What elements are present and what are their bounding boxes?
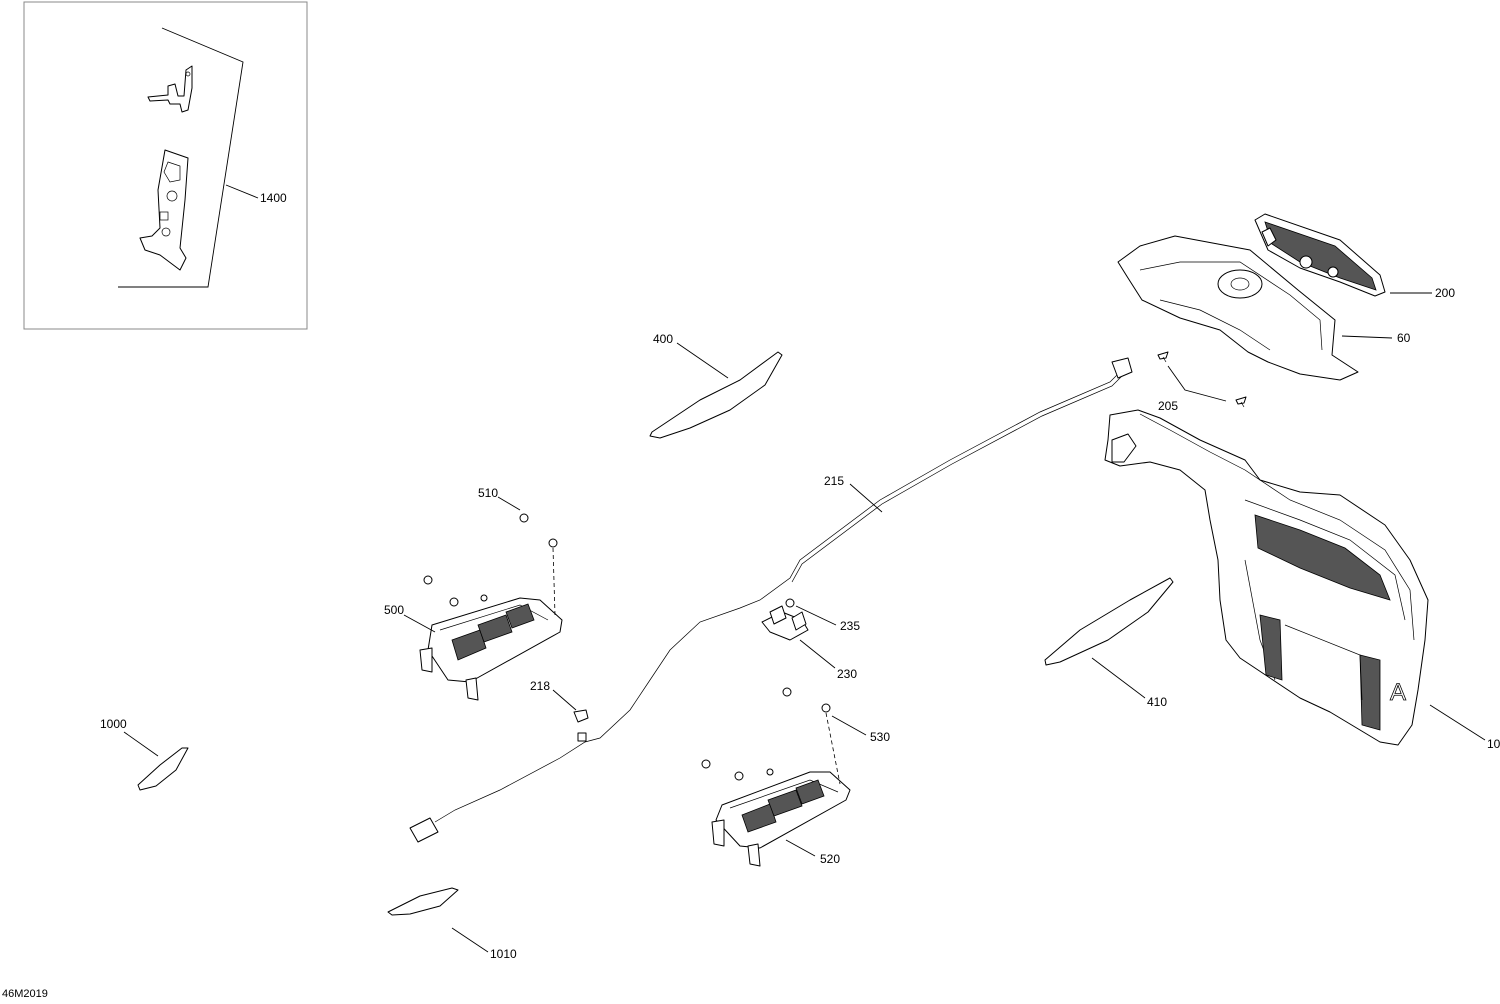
callout-410: 410 — [1147, 695, 1167, 709]
callout-400: 400 — [653, 332, 673, 346]
callout-1000: 1000 — [100, 717, 127, 731]
gauge-cover — [1254, 213, 1386, 297]
fastener-235 — [785, 598, 795, 608]
decal-letter: A — [1390, 679, 1406, 706]
callout-218: 218 — [530, 679, 550, 693]
callout-230: 230 — [837, 667, 857, 681]
callout-500: 500 — [384, 603, 404, 617]
callout-205: 205 — [1158, 399, 1178, 413]
decal-400 — [649, 351, 783, 439]
callout-215: 215 — [824, 474, 844, 488]
screws-530 — [701, 687, 831, 781]
callout-520: 520 — [820, 852, 840, 866]
callout-1400: 1400 — [260, 191, 287, 205]
decal-410 — [1044, 577, 1174, 666]
clip-230 — [761, 605, 809, 641]
decal-1000 — [137, 747, 189, 791]
callout-200: 200 — [1435, 286, 1455, 300]
callout-60: 60 — [1397, 331, 1411, 345]
figure-id: 46M2019 — [2, 988, 48, 1000]
screws-205 — [1157, 351, 1247, 408]
callout-510: 510 — [478, 486, 498, 500]
tool-kit-inset: 1400 — [23, 1, 308, 330]
callout-1010: 1010 — [490, 947, 517, 961]
wiring-harness-215 — [409, 357, 1133, 843]
gauge-housing — [1117, 235, 1359, 381]
callout-235: 235 — [840, 619, 860, 633]
wrench-tool — [139, 149, 189, 271]
hook-tool — [147, 65, 193, 113]
footrest-plate-500 — [419, 597, 563, 701]
screws-510 — [423, 513, 558, 607]
decal-1010 — [387, 887, 459, 916]
callout-10: 10 — [1487, 737, 1500, 751]
front-panel — [1104, 409, 1429, 746]
callout-530: 530 — [870, 730, 890, 744]
footrest-plate-520 — [711, 771, 851, 867]
fastener-218 — [573, 709, 589, 723]
